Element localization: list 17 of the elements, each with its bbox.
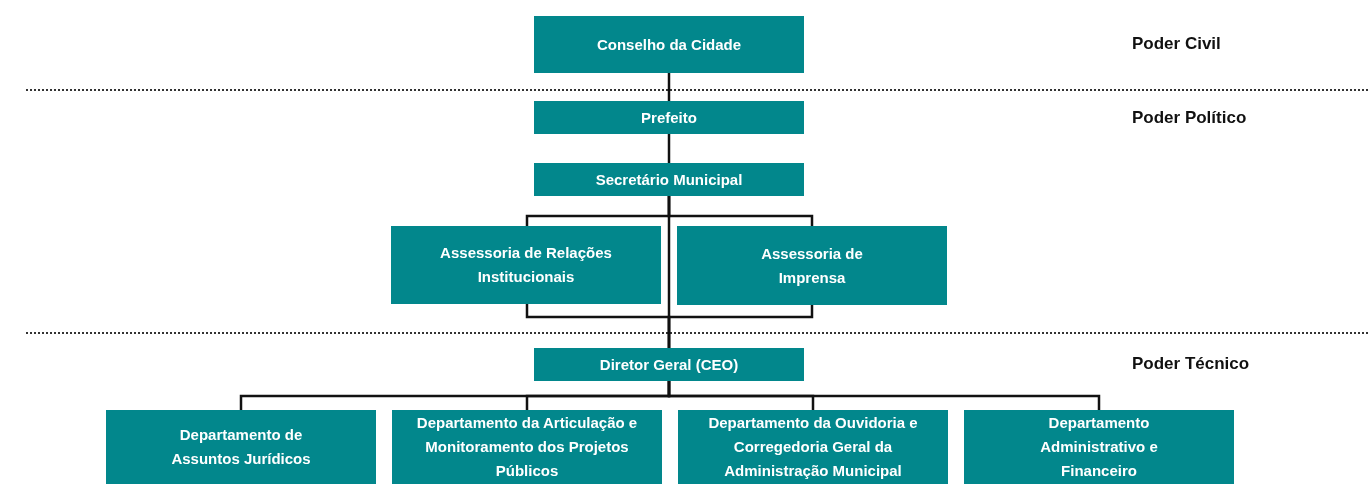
org-unit-box: Prefeito (534, 101, 804, 134)
org-unit-box: Secretário Municipal (534, 163, 804, 196)
org-unit-box: Departamento da Ouvidoria e Corregedoria Geral da Administração Municipal (678, 410, 948, 484)
org-unit-box: Departamento da Articulação e Monitoramento dos Projetos Públicos (392, 410, 662, 484)
connector-line (667, 196, 671, 348)
tier-label: Poder Político (1132, 108, 1247, 128)
org-unit-box: Assessoria de Relações Institucionais (391, 226, 661, 304)
connector-line (667, 381, 1101, 410)
connector-line (667, 134, 671, 163)
org-unit-box: Departamento de Assuntos Jurídicos (106, 410, 376, 484)
tier-label: Poder Civil (1132, 34, 1221, 54)
org-unit-box: Conselho da Cidade (534, 16, 804, 73)
connector-line (667, 73, 671, 101)
org-unit-box: Departamento Administrativo e Financeiro (964, 410, 1234, 484)
org-unit-box: Assessoria de Imprensa (677, 226, 947, 305)
tier-label: Poder Técnico (1132, 354, 1250, 374)
org-unit-box: Diretor Geral (CEO) (534, 348, 804, 381)
